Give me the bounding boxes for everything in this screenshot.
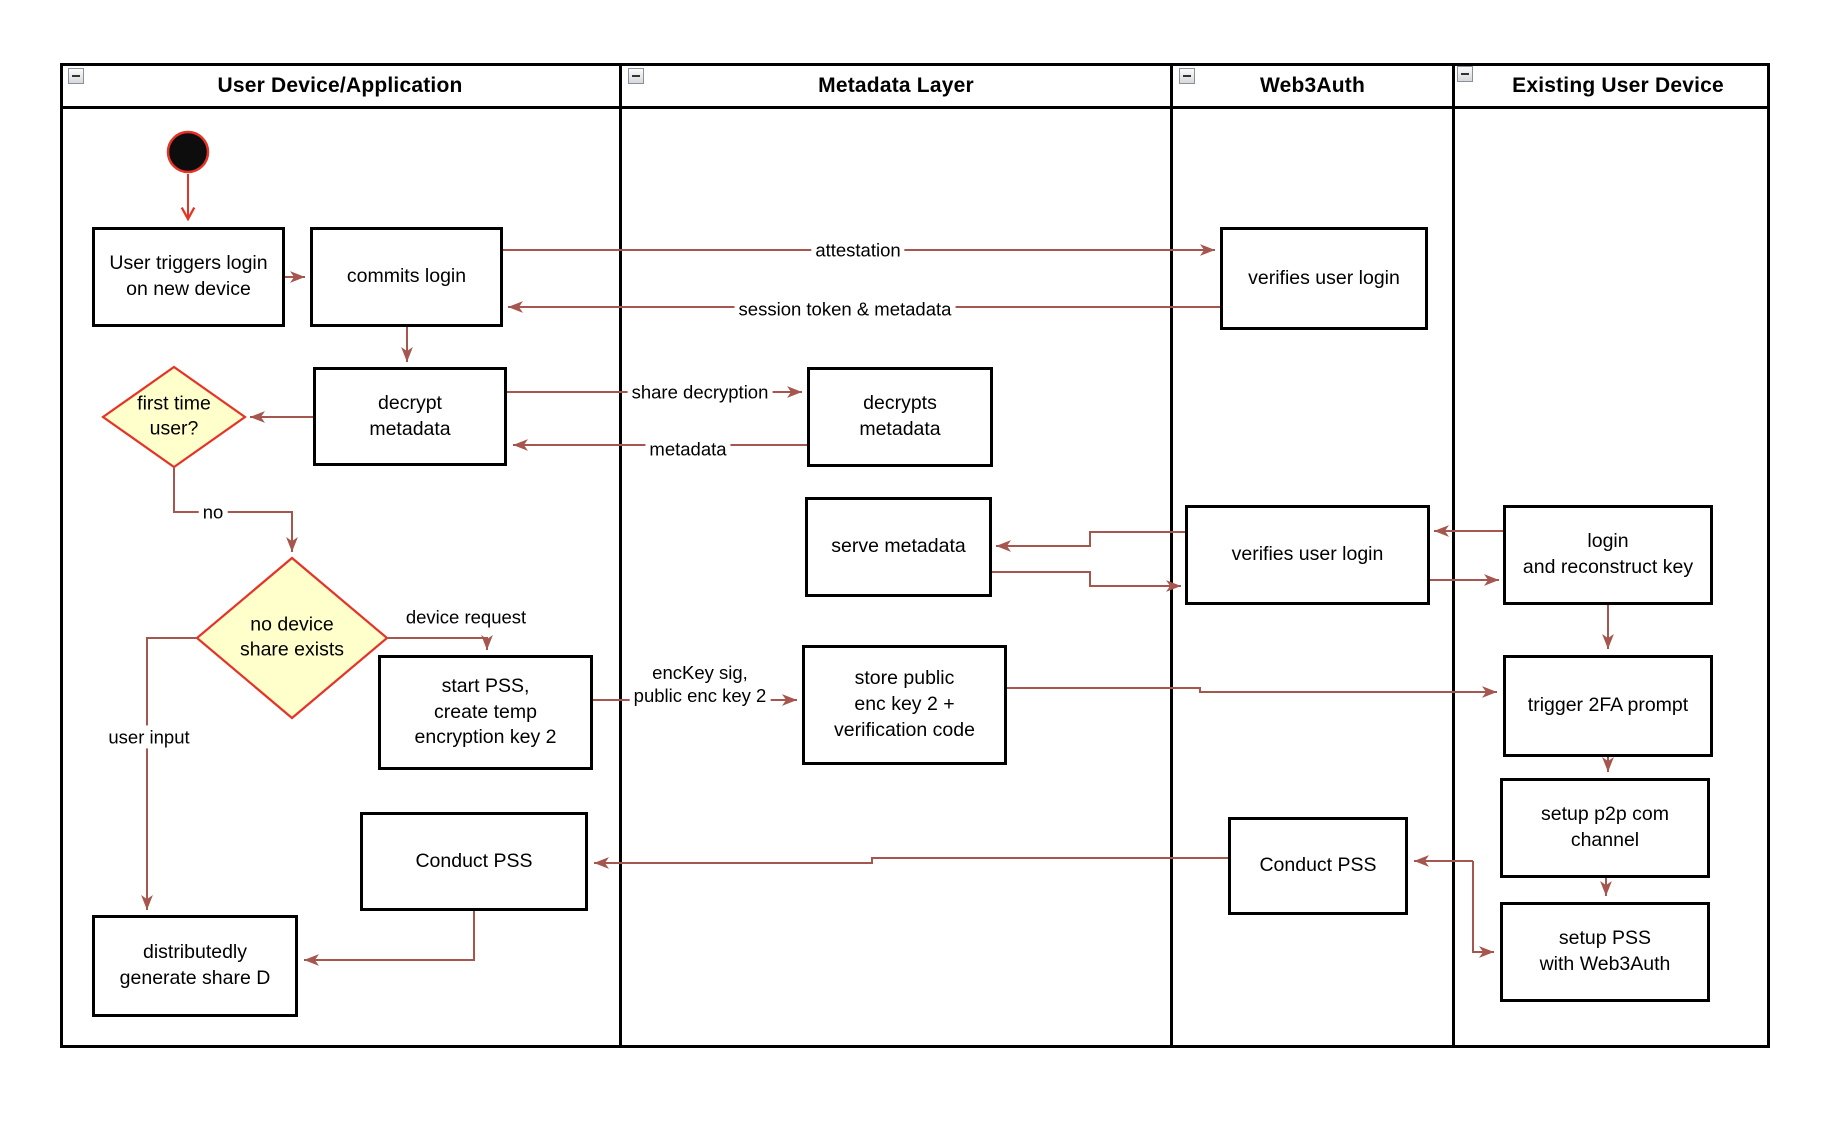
node-serve-metadata: serve metadata xyxy=(805,497,992,597)
diagram-frame xyxy=(60,63,1770,1048)
node-label: Conduct PSS xyxy=(1259,854,1377,877)
lane-divider-2 xyxy=(1170,63,1173,1048)
edge-label-device-request: device request xyxy=(401,605,531,629)
edge-label-user-input: user input xyxy=(104,725,194,749)
lane-header-user-device: User Device/Application xyxy=(60,66,620,106)
header-separator xyxy=(60,106,1770,109)
node-conduct-pss-user: Conduct PSS xyxy=(360,812,588,911)
node-label: verifies user login xyxy=(1231,543,1384,566)
edge-label-no: no xyxy=(198,500,228,524)
minus-icon xyxy=(1461,73,1469,75)
lane-header-web3auth: Web3Auth xyxy=(1173,66,1452,106)
lane-collapse-button[interactable] xyxy=(1457,66,1473,82)
node-label: decrypts metadata xyxy=(859,392,941,440)
node-generate-share-d: distributedly generate share D xyxy=(92,915,298,1017)
node-label: commits login xyxy=(346,265,467,288)
node-conduct-pss-web3auth: Conduct PSS xyxy=(1228,817,1408,915)
lane-header-existing-user-device: Existing User Device xyxy=(1466,66,1770,106)
decision-label-first-time-user: first time user? xyxy=(137,392,211,440)
lane-divider-1 xyxy=(619,63,622,1048)
node-login-reconstruct-key: login and reconstruct key xyxy=(1503,505,1713,605)
lane-title: Metadata Layer xyxy=(818,74,974,97)
edge-label-enckey: encKey sig, public enc key 2 xyxy=(629,660,771,708)
node-label: login and reconstruct key xyxy=(1522,530,1694,578)
lane-collapse-button[interactable] xyxy=(628,68,644,84)
minus-icon xyxy=(632,75,640,77)
node-label: trigger 2FA prompt xyxy=(1527,694,1689,717)
decision-label-no-device-share: no device share exists xyxy=(239,613,345,661)
node-label: setup p2p com channel xyxy=(1541,803,1669,851)
node-label: setup PSS with Web3Auth xyxy=(1539,927,1671,975)
node-label: decrypt metadata xyxy=(369,391,451,440)
minus-icon xyxy=(72,75,80,77)
lane-collapse-button[interactable] xyxy=(1179,68,1195,84)
node-start-pss: start PSS, create temp encryption key 2 xyxy=(378,655,593,770)
minus-icon xyxy=(1183,75,1191,77)
node-label: serve metadata xyxy=(831,535,966,558)
node-commits-login: commits login xyxy=(310,227,503,327)
lane-title: User Device/Application xyxy=(217,74,463,97)
node-trigger-2fa: trigger 2FA prompt xyxy=(1503,655,1713,757)
node-decrypt-metadata: decrypt metadata xyxy=(313,367,507,466)
node-store-public-key: store public enc key 2 + verification co… xyxy=(802,645,1007,765)
node-setup-pss-web3auth: setup PSS with Web3Auth xyxy=(1500,902,1710,1002)
node-label: store public enc key 2 + verification co… xyxy=(834,667,975,741)
node-label: distributedly generate share D xyxy=(119,941,271,989)
node-label: start PSS, create temp encryption key 2 xyxy=(414,674,557,749)
lane-collapse-button[interactable] xyxy=(68,68,84,84)
node-verifies-user-login-2: verifies user login xyxy=(1185,505,1430,605)
lane-title: Existing User Device xyxy=(1512,74,1724,97)
node-user-triggers-login: User triggers login on new device xyxy=(92,227,285,327)
node-label: Conduct PSS xyxy=(415,849,533,872)
node-verifies-user-login-1: verifies user login xyxy=(1220,227,1428,330)
edge-label-metadata: metadata xyxy=(645,437,731,461)
edge-label-share-decryption: share decryption xyxy=(627,380,773,404)
edge-label-attestation: attestation xyxy=(811,238,905,262)
lane-title: Web3Auth xyxy=(1259,74,1366,97)
node-label: User triggers login on new device xyxy=(109,252,268,300)
node-setup-p2p: setup p2p com channel xyxy=(1500,778,1710,878)
node-decrypts-metadata: decrypts metadata xyxy=(807,367,993,467)
lane-divider-3 xyxy=(1452,63,1455,1048)
node-label: verifies user login xyxy=(1248,266,1400,289)
edge-label-session-token: session token & metadata xyxy=(734,297,956,321)
lane-header-metadata-layer: Metadata Layer xyxy=(622,66,1170,106)
